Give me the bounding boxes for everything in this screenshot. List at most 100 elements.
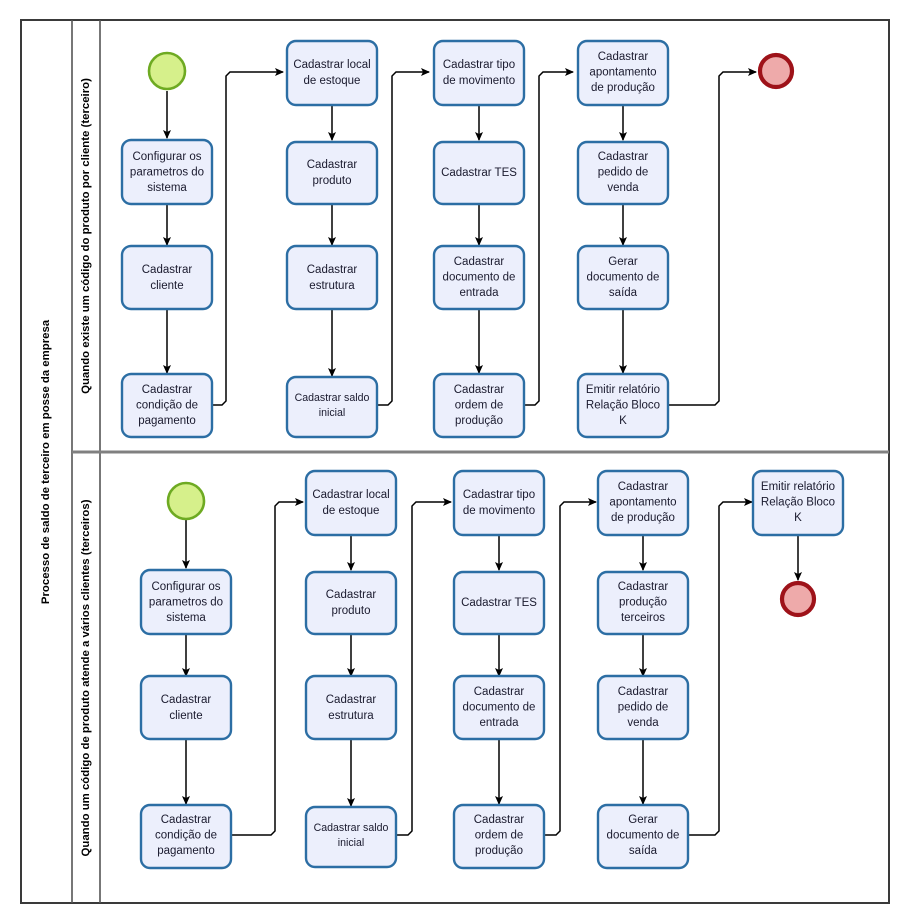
task-label: ordem de <box>475 830 524 842</box>
end-event-top[interactable] <box>757 52 795 90</box>
task-label: condição de <box>136 400 198 412</box>
task-node[interactable]: Cadastrar cliente <box>120 244 214 311</box>
task-label: produção <box>475 845 523 857</box>
task-label: condição de <box>155 830 217 842</box>
task-label: de movimento <box>463 505 535 517</box>
task-node[interactable]: Cadastrar saldo inicial <box>304 805 398 869</box>
task-node[interactable]: Cadastrar condição de pagamento <box>120 372 214 439</box>
task-label: Cadastrar TES <box>461 597 537 609</box>
task-label: produção <box>619 597 667 609</box>
task-label: documento de <box>587 272 660 284</box>
task-node[interactable]: Configurar os parametros do sistema <box>139 568 233 636</box>
task-node[interactable]: Cadastrar TES <box>452 570 546 636</box>
end-event-bottom[interactable] <box>779 580 817 618</box>
task-node[interactable]: Cadastrar pedido de venda <box>596 674 690 741</box>
task-label: Cadastrar tipo <box>463 489 535 501</box>
task-label: documento de <box>463 702 536 714</box>
task-label: Cadastrar <box>161 694 212 706</box>
task-node[interactable]: Configurar os parametros do sistema <box>120 138 214 206</box>
task-node[interactable]: Cadastrar local de estoque <box>304 469 398 537</box>
task-node[interactable]: Emitir relatório Relação Bloco K <box>751 469 845 537</box>
task-label: Cadastrar <box>454 384 505 396</box>
lane-label-top: Quando existe um código do produto por c… <box>80 78 92 394</box>
task-node[interactable]: Cadastrar ordem de produção <box>452 803 546 870</box>
task-label: Cadastrar <box>618 581 669 593</box>
task-node[interactable]: Cadastrar apontamento de produção <box>596 469 690 537</box>
task-label: cliente <box>150 280 183 292</box>
task-label: documento de <box>607 830 680 842</box>
lane-label-bottom: Quando um código de produto atende a vár… <box>80 499 92 856</box>
task-label: de movimento <box>443 75 515 87</box>
task-label: Gerar <box>628 814 658 826</box>
task-label: Emitir relatório <box>586 384 660 396</box>
task-label: Cadastrar <box>307 264 358 276</box>
task-label: Cadastrar <box>326 589 377 601</box>
task-label: pagamento <box>138 415 196 427</box>
task-label: de produção <box>611 512 675 524</box>
task-label: parametros do <box>130 167 204 179</box>
task-label: parametros do <box>149 597 223 609</box>
task-label: Relação Bloco <box>761 497 835 509</box>
task-label: Cadastrar saldo <box>314 822 389 834</box>
task-node[interactable]: Cadastrar pedido de venda <box>576 140 670 206</box>
task-node[interactable]: Emitir relatório Relação Bloco K <box>576 372 670 439</box>
task-label: apontamento <box>609 497 676 509</box>
task-node[interactable]: Gerar documento de saída <box>596 803 690 870</box>
task-label: entrada <box>459 287 499 299</box>
task-node[interactable]: Cadastrar ordem de produção <box>432 372 526 439</box>
task-label: pedido de <box>598 167 649 179</box>
task-node[interactable]: Gerar documento de saída <box>576 244 670 311</box>
task-node[interactable]: Cadastrar estrutura <box>285 244 379 311</box>
task-label: sistema <box>166 612 206 624</box>
task-label: K <box>794 512 802 524</box>
task-label: Gerar <box>608 256 638 268</box>
pool-label: Processo de saldo de terceiro em posse d… <box>40 319 52 604</box>
task-node[interactable]: Cadastrar TES <box>432 140 526 206</box>
task-label: Cadastrar TES <box>441 167 517 179</box>
task-label: K <box>619 415 627 427</box>
task-label: inicial <box>319 407 346 419</box>
start-event-bottom[interactable] <box>166 481 206 521</box>
task-label: Cadastrar <box>598 151 649 163</box>
task-node[interactable]: Cadastrar estrutura <box>304 674 398 741</box>
task-node[interactable]: Cadastrar condição de pagamento <box>139 803 233 870</box>
task-label: Cadastrar <box>618 686 669 698</box>
task-label: Emitir relatório <box>761 481 835 493</box>
task-label: de produção <box>591 82 655 94</box>
task-label: produção <box>455 415 503 427</box>
task-node[interactable]: Cadastrar documento de entrada <box>432 244 526 311</box>
task-node[interactable]: Cadastrar tipo de movimento <box>432 39 526 107</box>
task-label: Cadastrar <box>454 256 505 268</box>
task-label: Cadastrar <box>161 814 212 826</box>
task-label: saída <box>629 845 658 857</box>
top-lane-connectors <box>163 68 757 406</box>
task-node[interactable]: Cadastrar apontamento de produção <box>576 39 670 107</box>
task-label: pagamento <box>157 845 215 857</box>
task-label: Cadastrar <box>474 814 525 826</box>
start-event-top[interactable] <box>147 51 187 91</box>
task-label: de estoque <box>304 75 361 87</box>
task-label: documento de <box>443 272 516 284</box>
task-node[interactable]: Cadastrar cliente <box>139 674 233 741</box>
task-label: Cadastrar <box>142 264 193 276</box>
task-node[interactable]: Cadastrar produto <box>285 140 379 206</box>
task-node[interactable]: Cadastrar tipo de movimento <box>452 469 546 537</box>
task-label: Cadastrar <box>142 384 193 396</box>
task-node[interactable]: Cadastrar documento de entrada <box>452 674 546 741</box>
task-node[interactable]: Cadastrar produto <box>304 570 398 636</box>
task-label: venda <box>607 182 639 194</box>
task-label: Configurar os <box>132 151 201 163</box>
task-label: Cadastrar <box>474 686 525 698</box>
task-label: pedido de <box>618 702 669 714</box>
task-label: estrutura <box>328 710 374 722</box>
task-label: saída <box>609 287 638 299</box>
bottom-lane-connectors <box>182 498 802 836</box>
task-node[interactable]: Cadastrar local de estoque <box>285 39 379 107</box>
task-node[interactable]: Cadastrar produção terceiros <box>596 570 690 636</box>
task-label: inicial <box>338 837 365 849</box>
pool-frame <box>20 19 890 904</box>
task-label: Cadastrar <box>326 694 377 706</box>
task-node[interactable]: Cadastrar saldo inicial <box>285 375 379 439</box>
task-label: Cadastrar local <box>293 59 370 71</box>
